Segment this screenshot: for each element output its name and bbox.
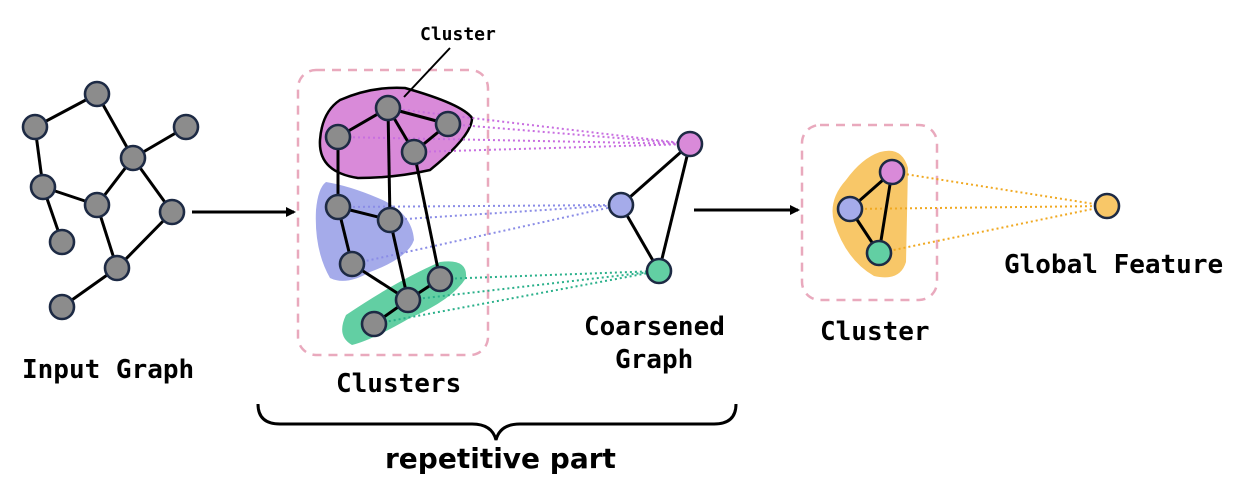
graph-node bbox=[83, 191, 111, 219]
cluster-callout-label: Cluster bbox=[420, 24, 496, 45]
coarsened-graph bbox=[607, 130, 704, 285]
projection-lines-green bbox=[373, 270, 660, 325]
repetitive-part-brace bbox=[256, 403, 738, 441]
repetitive-part-label: repetitive part bbox=[385, 442, 616, 475]
graph-node bbox=[400, 138, 428, 166]
graph-node bbox=[48, 293, 76, 321]
cluster-label: Cluster bbox=[820, 317, 930, 347]
clusters-graph-nodes bbox=[324, 94, 462, 338]
global-feature-node bbox=[1093, 192, 1121, 220]
clusters-label: Clusters bbox=[336, 369, 461, 399]
cluster-blob-pink bbox=[318, 86, 474, 180]
cluster-node-pink bbox=[878, 158, 906, 186]
coarsened-node-blue bbox=[607, 191, 635, 219]
graph-node bbox=[172, 113, 200, 141]
graph-node bbox=[394, 286, 422, 314]
graph-node bbox=[360, 310, 388, 338]
graph-node bbox=[103, 254, 131, 282]
graph-node bbox=[29, 173, 57, 201]
graph-node bbox=[21, 113, 49, 141]
cluster-graph bbox=[836, 158, 906, 267]
cluster-dashed-box bbox=[800, 123, 939, 302]
input-graph-label: Input Graph bbox=[22, 355, 194, 385]
graph-node bbox=[434, 110, 462, 138]
cluster-callout-line bbox=[403, 47, 451, 98]
coarsened-graph-label-line1: Coarsened bbox=[584, 312, 725, 342]
input-graph bbox=[21, 80, 200, 321]
coarsened-node-green bbox=[645, 257, 673, 285]
graph-node bbox=[119, 144, 147, 172]
graph-node bbox=[324, 193, 352, 221]
graph-node bbox=[48, 228, 76, 256]
graph-node bbox=[374, 94, 402, 122]
input-graph-nodes bbox=[21, 80, 200, 321]
cluster-node-green bbox=[865, 239, 893, 267]
clusters-dashed-box bbox=[296, 68, 490, 357]
coarsened-node-pink bbox=[676, 130, 704, 158]
cluster-node-blue bbox=[836, 195, 864, 223]
projection-lines-pink bbox=[337, 107, 691, 153]
graph-node bbox=[158, 198, 186, 226]
graph-node bbox=[338, 250, 366, 278]
graph-node bbox=[426, 265, 454, 293]
graph-node bbox=[83, 80, 111, 108]
global-feature-label: Global Feature bbox=[1004, 250, 1223, 280]
graph-node bbox=[324, 123, 352, 151]
graph-node bbox=[376, 206, 404, 234]
coarsened-graph-label-line2: Graph bbox=[615, 345, 693, 375]
projection-lines-orange bbox=[849, 171, 1108, 254]
